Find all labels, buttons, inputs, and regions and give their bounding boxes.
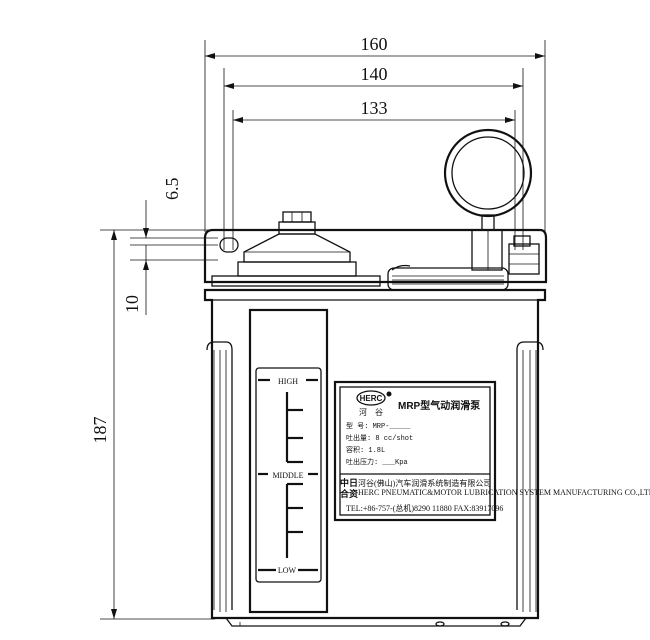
logo-oval <box>356 390 386 406</box>
reservoir-bottom <box>225 617 527 627</box>
top-plate <box>203 228 548 284</box>
nameplate-contact: TEL:+86-757-(总机)8290 11880 FAX:83917096 <box>346 503 503 513</box>
pressure-gauge-inner <box>451 136 525 210</box>
nut-head <box>513 235 531 247</box>
dim-text-140: 140 <box>361 64 388 84</box>
gauge-neck <box>481 214 495 231</box>
cap-top <box>282 211 312 223</box>
arrow-187-bottom <box>111 609 117 619</box>
left-ribs <box>206 341 233 612</box>
dim-text-10: 10 <box>122 295 142 313</box>
level-low-label: LOW <box>278 566 297 575</box>
dim-text-133: 133 <box>361 98 388 118</box>
dim-text-65: 6.5 <box>162 178 182 201</box>
nameplate-model: 型 号: MRP-_____ <box>346 421 411 431</box>
nameplate-brand: 河 谷 <box>359 407 383 417</box>
nameplate-jv-1: 中日 <box>340 477 358 488</box>
level-middle-label: MIDDLE <box>272 471 303 480</box>
level-scale <box>258 378 318 572</box>
mounting-slot-left <box>219 237 239 253</box>
arrow-65-top <box>143 228 149 238</box>
arrow-133-left <box>233 117 243 123</box>
nameplate-pressure: 吐出压力: ___Kpa <box>346 457 408 467</box>
pump-block <box>387 267 509 291</box>
arrow-160-right <box>535 53 545 59</box>
arrow-140-right <box>513 83 523 89</box>
reservoir-rim <box>211 275 381 287</box>
level-window-glass <box>255 367 322 583</box>
dim-text-160: 160 <box>361 34 388 54</box>
cap-neck <box>278 221 316 235</box>
cap-dome <box>243 233 351 263</box>
nameplate-output: 吐出量: 8 cc/shot <box>346 433 413 443</box>
pump-hatch <box>392 275 504 285</box>
level-window-frame <box>248 308 329 614</box>
cap-base <box>237 261 357 277</box>
nameplate-logo: HERC <box>360 394 383 403</box>
mounting-nut-right <box>508 243 540 275</box>
right-ribs <box>516 341 544 612</box>
arrow-133-right <box>505 117 515 123</box>
nameplate-jv-2: 合资 <box>340 488 358 499</box>
nameplate-title: MRP型气动润滑泵 <box>398 399 481 412</box>
dim-text-187: 187 <box>90 417 110 444</box>
nameplate-company-cn: 河谷(佛山)汽车润滑系统制造有限公司 <box>358 478 491 488</box>
nameplate-company-en: HERC PNEUMATIC&MOTOR LUBRICATION SYSTEM … <box>358 488 650 497</box>
arrow-10 <box>143 260 149 270</box>
arrow-187-top <box>111 230 117 240</box>
nameplate-frame <box>333 380 497 522</box>
nameplate-capacity: 容积: 1.8L <box>346 445 385 455</box>
arrow-160-left <box>205 53 215 59</box>
pressure-gauge-outer <box>443 128 533 218</box>
logo-dot <box>386 391 392 397</box>
gauge-stem-block <box>471 229 503 271</box>
arrow-140-left <box>224 83 234 89</box>
level-high-label: HIGH <box>278 377 298 386</box>
